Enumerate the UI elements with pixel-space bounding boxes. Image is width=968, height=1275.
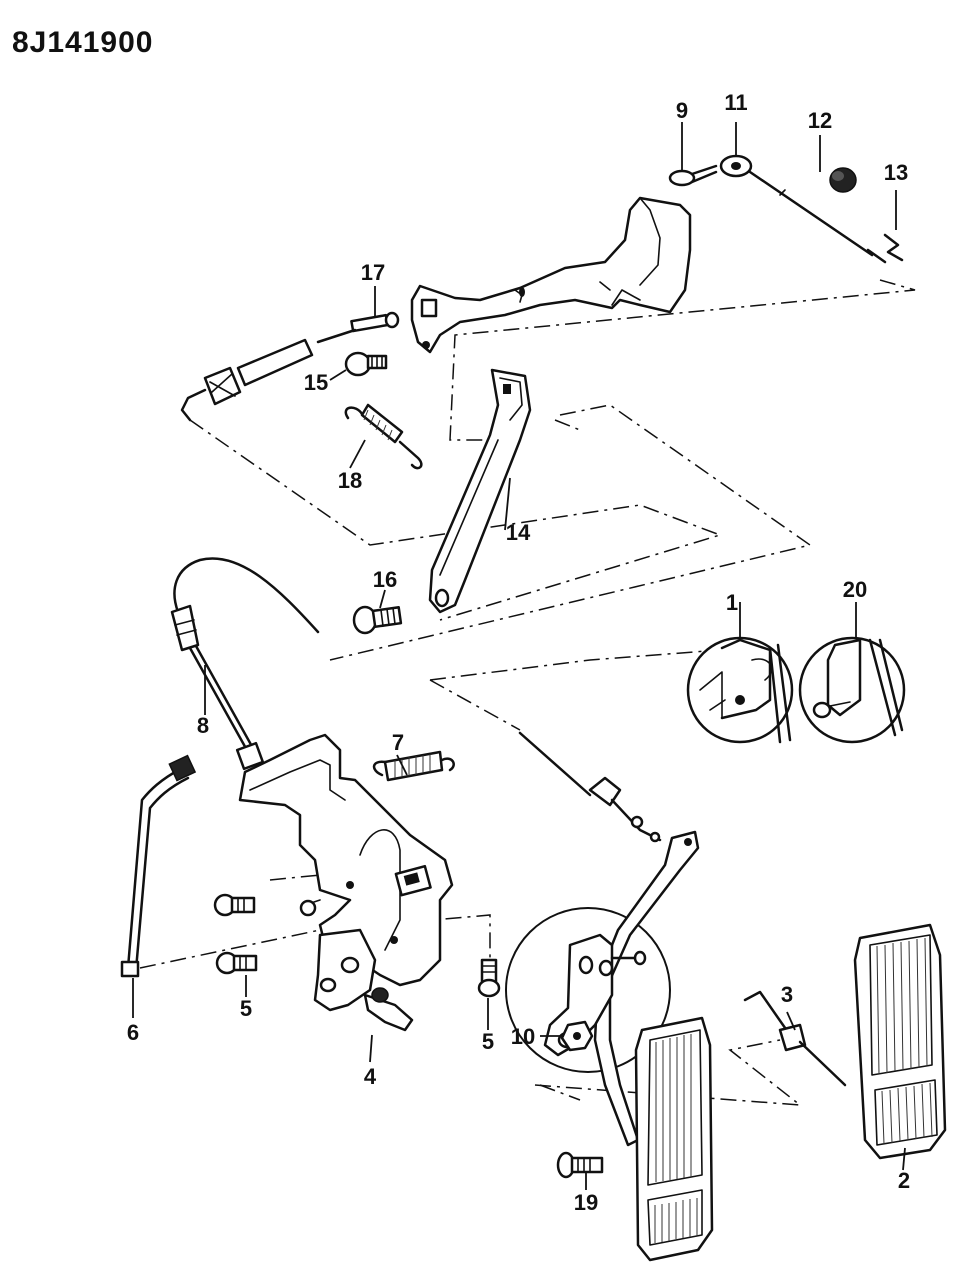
inset-detail-1: [686, 636, 794, 744]
part-4-bracket: [238, 733, 454, 1032]
pedal-cable: [518, 731, 662, 843]
callout-10: 10: [511, 1024, 535, 1049]
part-5-bolt-right: [477, 958, 501, 998]
callout-5-left: 5: [240, 996, 252, 1021]
part-16-bolt: [352, 605, 403, 635]
callout-20: 20: [843, 577, 867, 602]
part-7-spring: [372, 750, 455, 782]
callout-15: 15: [304, 370, 328, 395]
diagram-code: 8J141900: [12, 26, 153, 59]
callout-14: 14: [506, 520, 531, 545]
callout-6: 6: [127, 1020, 139, 1045]
part-8-cable: [170, 557, 320, 771]
callout-13: 13: [884, 160, 908, 185]
part-11-rod: [719, 154, 887, 264]
callout-1: 1: [726, 590, 738, 615]
part-17-cable-end: [180, 311, 400, 422]
callout-3: 3: [781, 982, 793, 1007]
part-3-spring: [743, 990, 847, 1087]
part-9-pin: [668, 164, 718, 187]
part-13-clip: [883, 233, 904, 262]
callout-4: 4: [364, 1064, 377, 1089]
callout-12: 12: [808, 108, 832, 133]
part-6-rod: [120, 754, 197, 978]
callout-labels: 1 2 3 4 5 5 6 7 8 9 10 11 12 13 14 15 16…: [127, 90, 910, 1215]
callout-8: 8: [197, 713, 209, 738]
callout-19: 19: [574, 1190, 598, 1215]
callout-18: 18: [338, 468, 362, 493]
upper-bracket: [410, 196, 692, 354]
callout-11: 11: [724, 90, 747, 115]
part-10-nut: [560, 1020, 594, 1052]
leader-lines: [132, 122, 906, 1190]
callout-16: 16: [373, 567, 397, 592]
pedal-detail-circle: [505, 907, 671, 1073]
callout-9: 9: [676, 98, 688, 123]
callout-7: 7: [392, 730, 404, 755]
callout-17: 17: [361, 260, 385, 285]
part-15-bolt: [344, 351, 388, 377]
part-2-pedal-pad: [853, 923, 947, 1160]
callout-5-right: 5: [482, 1029, 494, 1054]
part-18-spring: [344, 403, 423, 470]
callout-2: 2: [898, 1168, 910, 1193]
part-14-lever: [428, 368, 532, 614]
part-12-grommet: [829, 167, 857, 193]
pedal-pad-center: [634, 1016, 714, 1262]
inset-detail-20: [798, 636, 906, 744]
part-5-bolts-left: [213, 893, 258, 975]
part-19-stud: [556, 1151, 604, 1179]
